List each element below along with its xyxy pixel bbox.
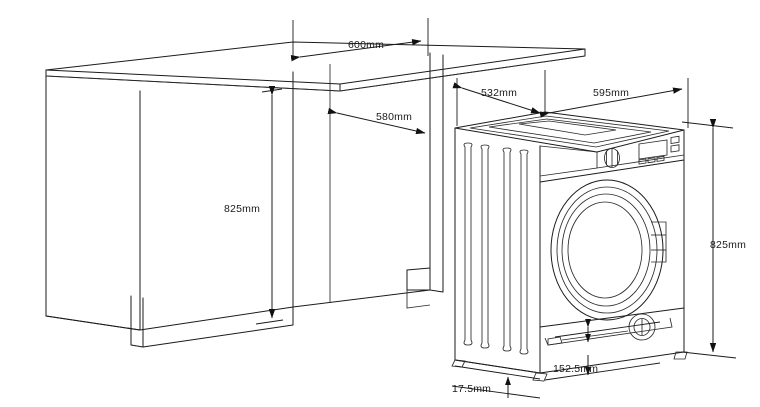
machine-side-top-join bbox=[539, 145, 598, 153]
dimension-cabinet-depth: 580mm bbox=[327, 107, 426, 135]
machine-top-inner-outline-2 bbox=[488, 118, 652, 144]
base-plinth-top-edge bbox=[539, 307, 685, 328]
dimension-cabinet-height: 825mm bbox=[224, 86, 284, 325]
dimension-label-580mm: 580mm bbox=[376, 111, 412, 123]
recess-base-notch-lower bbox=[406, 290, 431, 309]
base-plinth-front bbox=[544, 317, 673, 346]
worktop-edge-line bbox=[45, 55, 586, 92]
program-dial[interactable] bbox=[604, 148, 620, 168]
digital-display bbox=[638, 139, 668, 160]
side-vent-grille bbox=[463, 142, 529, 355]
recess-base-notch-top bbox=[406, 267, 431, 271]
machine-side-bottom-edge bbox=[454, 359, 541, 374]
dimension-machine-width: 595mm bbox=[539, 78, 689, 128]
dimension-label-825mm-cabinet: 825mm bbox=[224, 203, 260, 215]
dimension-foot-height: 17.5mm bbox=[451, 365, 541, 399]
cabinet-left-bottom-edge bbox=[45, 315, 141, 331]
dimension-label-17-5mm: 17.5mm bbox=[452, 383, 491, 395]
control-panel-bottom-edge bbox=[539, 159, 685, 183]
dimension-label-595mm: 595mm bbox=[593, 87, 629, 99]
door-assembly[interactable] bbox=[550, 179, 667, 321]
option-buttons[interactable] bbox=[670, 135, 680, 153]
base-plinth-vent bbox=[547, 336, 563, 346]
dimension-cabinet-width: 600mm bbox=[290, 18, 429, 62]
kickboard-front bbox=[142, 297, 294, 348]
cabinet-housing bbox=[45, 41, 586, 348]
machine-front-face bbox=[539, 129, 685, 374]
door-ring-3 bbox=[561, 193, 651, 307]
machine-top-recess bbox=[518, 120, 617, 136]
vent-slot-4 bbox=[519, 149, 529, 355]
pump-filter-cap[interactable] bbox=[628, 313, 656, 341]
dimension-label-825mm-machine: 825mm bbox=[710, 239, 746, 251]
vent-slot-1 bbox=[463, 142, 473, 346]
washing-machine bbox=[451, 111, 688, 382]
dimension-plinth-height: 152.5mm bbox=[544, 319, 661, 381]
display-buttons[interactable] bbox=[638, 155, 665, 165]
kickboard-bottom-edge bbox=[130, 344, 144, 348]
vent-slot-3 bbox=[502, 147, 512, 352]
recess-right-divider bbox=[429, 52, 444, 293]
door-glass bbox=[567, 201, 643, 299]
dimension-machine-height: 825mm bbox=[681, 119, 746, 359]
machine-top-inner-outline bbox=[469, 115, 670, 148]
dimension-label-532mm: 532mm bbox=[481, 87, 517, 99]
dimension-label-600mm: 600mm bbox=[348, 39, 384, 51]
door-handle-notch[interactable] bbox=[651, 221, 667, 263]
control-panel-divider bbox=[596, 154, 685, 169]
base-plinth-groove bbox=[561, 330, 629, 341]
vent-slot-2 bbox=[480, 144, 490, 349]
dimension-machine-depth: 532mm bbox=[452, 70, 546, 126]
dimension-label-152-5mm: 152.5mm bbox=[553, 363, 598, 375]
